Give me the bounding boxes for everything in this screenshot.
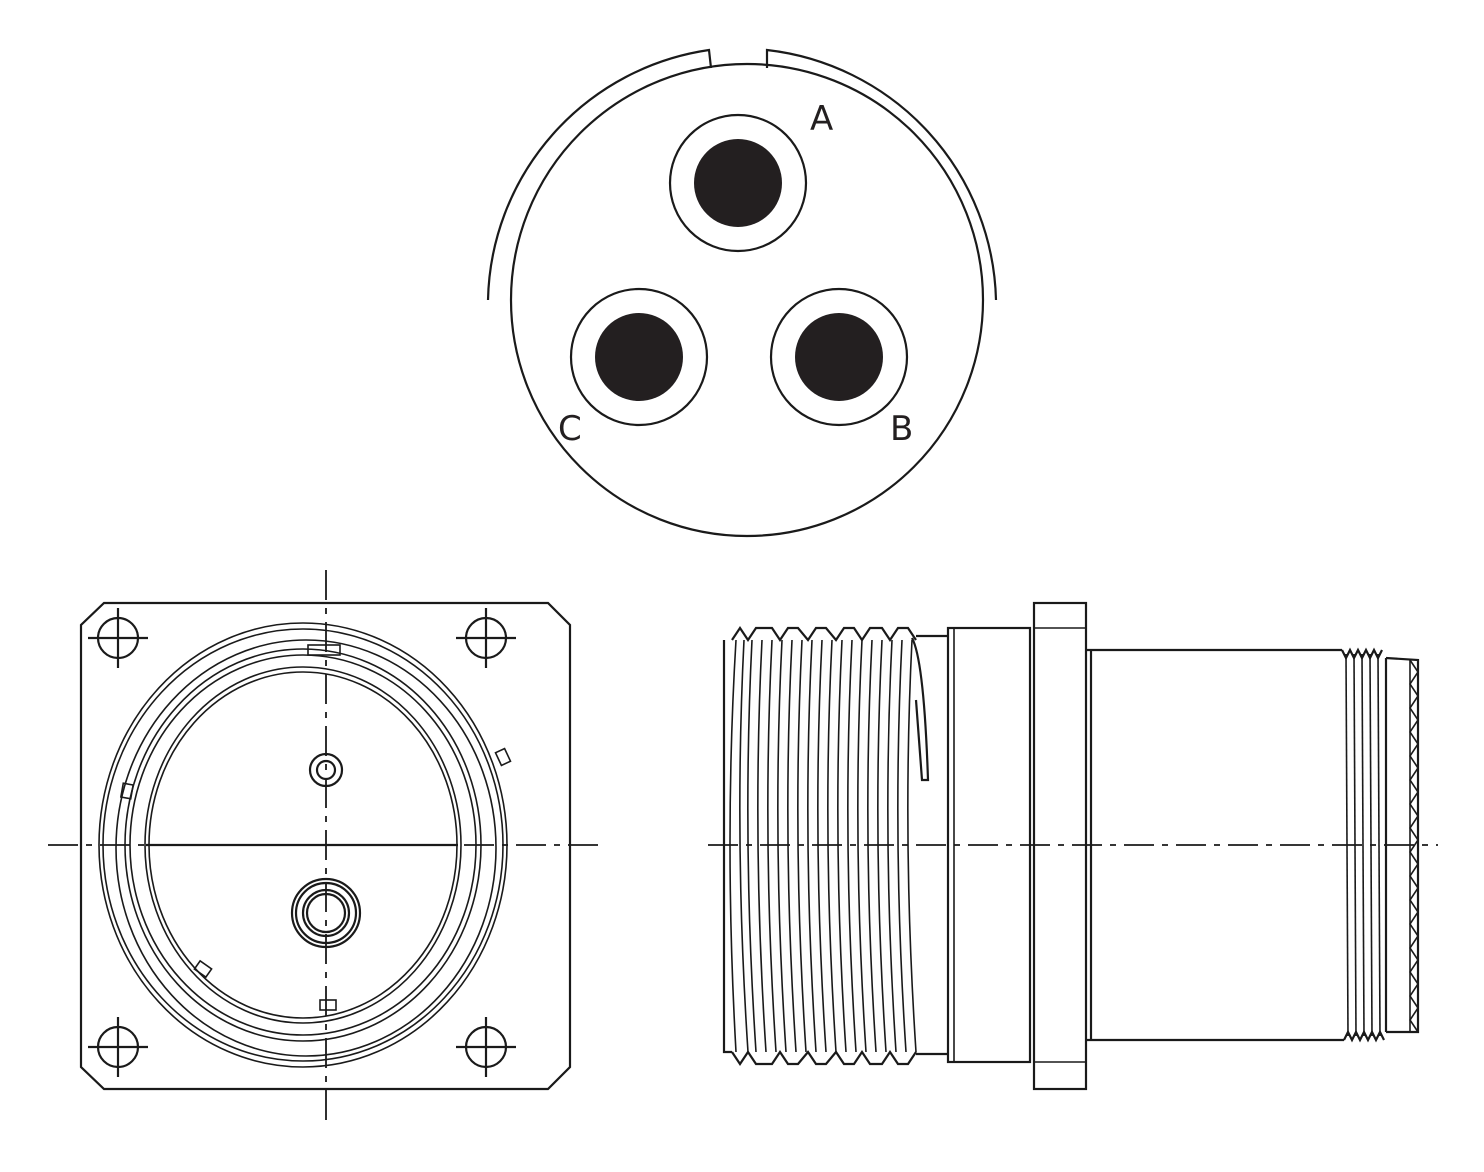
pin-a-contact bbox=[694, 139, 782, 227]
outer-ring-3 bbox=[115, 639, 497, 1057]
key-tab-right bbox=[494, 747, 512, 767]
thread-neck bbox=[916, 634, 948, 1056]
pin-a bbox=[668, 113, 808, 253]
side-view bbox=[708, 601, 1438, 1091]
key-tab-left bbox=[119, 782, 135, 800]
pin-b-contact bbox=[795, 313, 883, 401]
key-tab-bottom-left bbox=[193, 959, 213, 979]
mounting-hole-top-left bbox=[88, 608, 148, 668]
pin-b bbox=[769, 287, 909, 427]
pin-c-contact bbox=[595, 313, 683, 401]
insert-face-view: A B C bbox=[486, 48, 998, 538]
side-flange bbox=[1032, 601, 1088, 1091]
front-view bbox=[48, 570, 600, 1123]
knurled-end bbox=[1385, 656, 1420, 1034]
pin-label-b: B bbox=[890, 409, 913, 449]
pin-b-insulator bbox=[769, 287, 909, 427]
pin-label-a: A bbox=[810, 99, 833, 139]
key-tab-bottom bbox=[319, 999, 337, 1011]
coupling-thread bbox=[722, 626, 930, 1066]
pin-label-c: C bbox=[558, 409, 582, 449]
square-flange bbox=[79, 601, 572, 1091]
insert-ring-outer bbox=[144, 666, 462, 1024]
outer-shell-arc-right bbox=[765, 48, 998, 301]
key-tab-top bbox=[307, 644, 341, 656]
insert-face-circle bbox=[509, 62, 985, 538]
mounting-hole-top-right bbox=[456, 608, 516, 668]
pin-c bbox=[569, 287, 709, 427]
pin-c-insulator bbox=[569, 287, 709, 427]
outer-shell-arc-left bbox=[486, 48, 713, 301]
mounting-hole-bottom-right bbox=[456, 1017, 516, 1077]
pin-a-insulator bbox=[668, 113, 808, 253]
mounting-hole-bottom-left bbox=[88, 1017, 148, 1077]
